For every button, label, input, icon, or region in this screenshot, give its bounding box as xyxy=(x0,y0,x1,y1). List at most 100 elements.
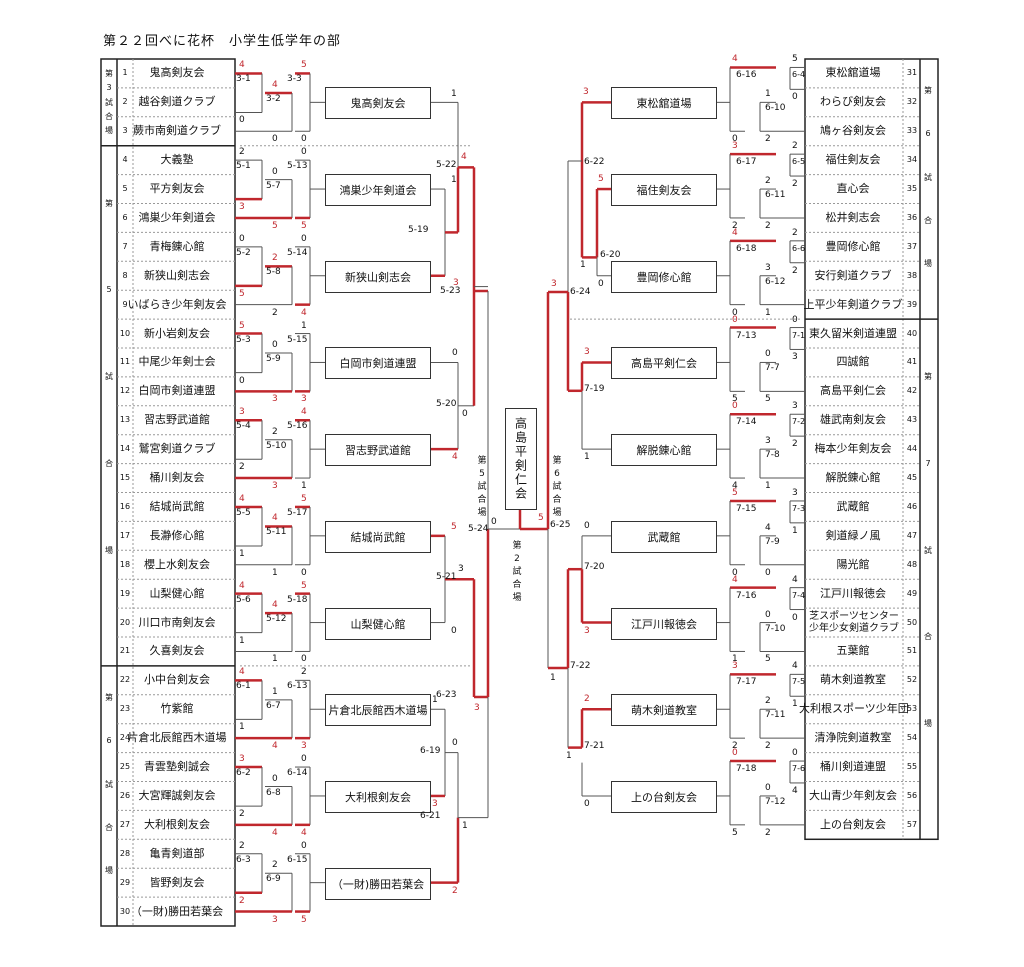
team-name: 大利根剣友会 xyxy=(144,817,210,831)
team-seed-number: 43 xyxy=(906,415,918,425)
score: 0 xyxy=(301,754,307,765)
group-winner-box: 片倉北辰館西木道場 xyxy=(325,694,431,727)
match-id: 5-4 xyxy=(236,421,251,432)
score: 0 xyxy=(272,340,278,351)
venue-label-char: 5 xyxy=(106,285,112,295)
venue-label-char: 第 xyxy=(105,198,113,208)
score: 5 xyxy=(451,521,457,532)
match-id: 6-18 xyxy=(736,243,757,254)
match-id: 5-1 xyxy=(236,161,251,172)
score: 0 xyxy=(301,233,307,244)
team-seed-number: 50 xyxy=(906,617,918,627)
match-id: 7-19 xyxy=(584,383,605,394)
match-id: 5-11 xyxy=(266,527,287,538)
score: 0 xyxy=(301,840,307,851)
match-id: 5-23 xyxy=(440,286,461,296)
score: 1 xyxy=(451,175,457,186)
group-winner-box: 江戸川報徳会 xyxy=(611,607,717,640)
group-winner-box: 山梨健心館 xyxy=(325,607,431,640)
page-title: 第２２回べに花杯 小学生低学年の部 xyxy=(103,34,342,49)
team-seed-number: 16 xyxy=(119,501,131,511)
team-seed-number: 2 xyxy=(122,97,128,107)
score: 1 xyxy=(550,673,556,683)
score: 2 xyxy=(272,426,278,437)
team-name: 平方剣友会 xyxy=(149,182,205,196)
score: 0 xyxy=(765,349,771,360)
score: 3 xyxy=(301,394,307,405)
score: 3 xyxy=(272,394,278,405)
venue-label-char: 合 xyxy=(924,216,932,226)
team-seed-number: 29 xyxy=(119,877,131,887)
score: 2 xyxy=(452,885,458,896)
score: 1 xyxy=(584,452,590,463)
score: 4 xyxy=(461,152,467,163)
team-name: 大宮輝誠剣友会 xyxy=(138,788,216,802)
team-seed-number: 45 xyxy=(906,473,918,483)
match-id: 5-5 xyxy=(236,507,251,518)
score: 2 xyxy=(765,741,771,752)
team-seed-number: 3 xyxy=(122,126,128,136)
match-id: 5-12 xyxy=(266,614,287,625)
match-id: 5-18 xyxy=(287,594,308,605)
team-name: 清浄院剣道教室 xyxy=(814,731,892,745)
score: 1 xyxy=(765,481,771,492)
center-venue-label: 第6試合場 xyxy=(552,456,562,518)
score: 2 xyxy=(272,253,278,264)
score: 5 xyxy=(239,288,245,299)
team-name: 松井剣志会 xyxy=(825,210,881,224)
score: 2 xyxy=(239,462,245,473)
match-id: 7-13 xyxy=(736,330,757,341)
match-id: 7-1 xyxy=(792,330,806,340)
team-name: 解脱錬心館 xyxy=(825,471,881,485)
score: 0 xyxy=(732,307,738,318)
score: 5 xyxy=(792,54,798,65)
team-seed-number: 9 xyxy=(122,299,128,309)
match-id: 6-19 xyxy=(420,745,441,756)
match-id: 5-2 xyxy=(236,247,251,258)
team-name: 越谷剣道クラブ xyxy=(138,95,216,109)
score: 1 xyxy=(272,686,278,697)
match-id: 7-15 xyxy=(736,503,757,514)
match-id: 7-6 xyxy=(792,764,806,774)
match-id: 7-17 xyxy=(736,677,757,688)
team-name: 小中台剣友会 xyxy=(144,673,210,687)
score: 2 xyxy=(584,694,590,705)
score: 0 xyxy=(765,567,771,578)
team-seed-number: 44 xyxy=(906,444,918,454)
match-id: 5-3 xyxy=(236,334,251,345)
venue-label-char: 試 xyxy=(105,97,113,107)
match-id: 7-21 xyxy=(584,740,605,751)
team-seed-number: 39 xyxy=(906,299,918,309)
venue-label-char: 試 xyxy=(105,779,113,789)
team-name: 皆野剣友会 xyxy=(149,875,205,889)
match-id: 6-5 xyxy=(792,157,806,167)
score: 3 xyxy=(792,352,798,363)
group-winner-box: 萌木剣道教室 xyxy=(611,694,717,727)
team-seed-number: 22 xyxy=(119,675,131,685)
match-id: 7-11 xyxy=(765,710,786,721)
venue-label-char: 合 xyxy=(105,112,113,122)
match-id: 6-9 xyxy=(266,874,281,885)
match-id: 7-12 xyxy=(765,796,786,807)
score: 3 xyxy=(732,141,738,152)
score: 2 xyxy=(732,220,738,231)
score: 5 xyxy=(301,60,307,71)
team-name: 長瀞修心館 xyxy=(149,528,205,542)
score: 4 xyxy=(272,741,278,752)
team-seed-number: 37 xyxy=(906,241,918,251)
team-seed-number: 28 xyxy=(119,848,131,858)
score: 4 xyxy=(301,307,307,318)
team-seed-number: 11 xyxy=(119,357,131,367)
score: 4 xyxy=(765,522,771,533)
venue-label-char: 7 xyxy=(925,458,931,468)
team-seed-number: 33 xyxy=(906,126,918,136)
group-winner-box: 高島平剣仁会 xyxy=(611,347,717,380)
score: 3 xyxy=(239,407,245,418)
center-venue-label: 第5試合場 xyxy=(477,456,487,518)
group-winner-box: 上の台剣友会 xyxy=(611,780,717,813)
team-seed-number: 57 xyxy=(906,819,918,829)
match-id: 5-15 xyxy=(287,334,308,345)
score: 0 xyxy=(452,348,458,359)
score: 3 xyxy=(583,87,589,98)
